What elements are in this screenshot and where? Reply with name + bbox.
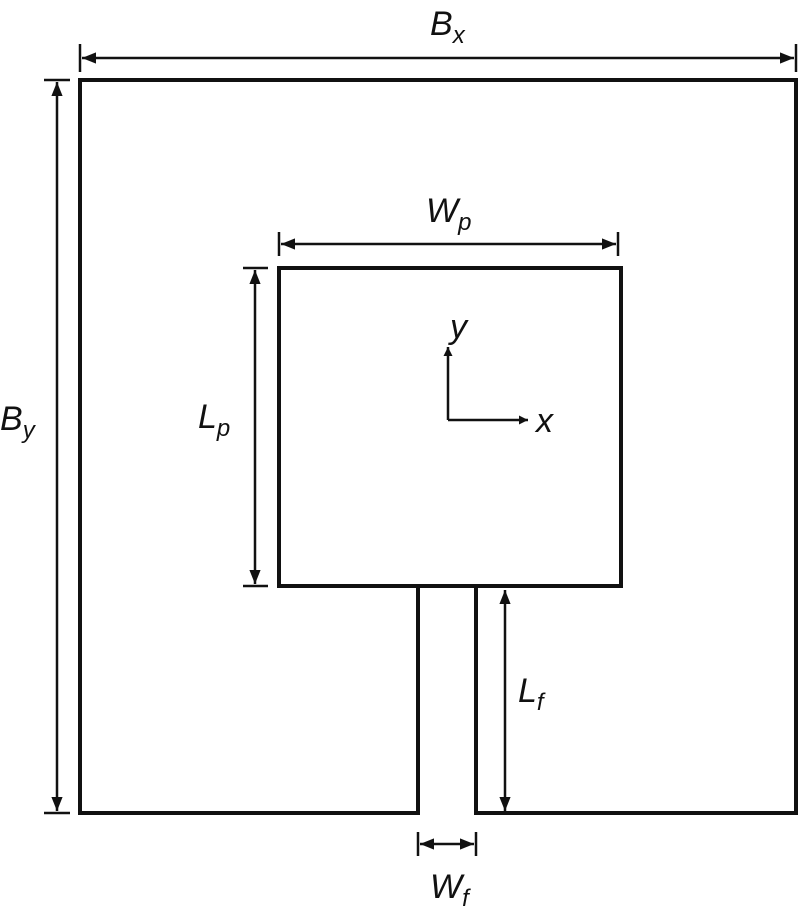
axis-y-label: y <box>448 308 469 346</box>
wf-label: Wf <box>430 868 471 912</box>
by-dimension: By <box>0 78 70 815</box>
patch-outline <box>277 266 623 588</box>
coordinate-axes: y x <box>443 308 554 440</box>
bx-label: Bx <box>430 5 466 49</box>
wf-dimension: Wf <box>416 832 478 912</box>
bx-dimension: Bx <box>78 5 798 72</box>
lf-dimension: Lf <box>493 590 546 815</box>
wp-label: Wp <box>426 192 471 236</box>
lp-label: Lp <box>198 398 230 442</box>
by-label: By <box>0 400 37 444</box>
axis-x-label: x <box>534 402 554 440</box>
wp-dimension: Wp <box>277 192 620 256</box>
ground-plane-outline <box>78 78 798 815</box>
lp-dimension: Lp <box>198 266 268 588</box>
lf-label: Lf <box>518 672 546 716</box>
